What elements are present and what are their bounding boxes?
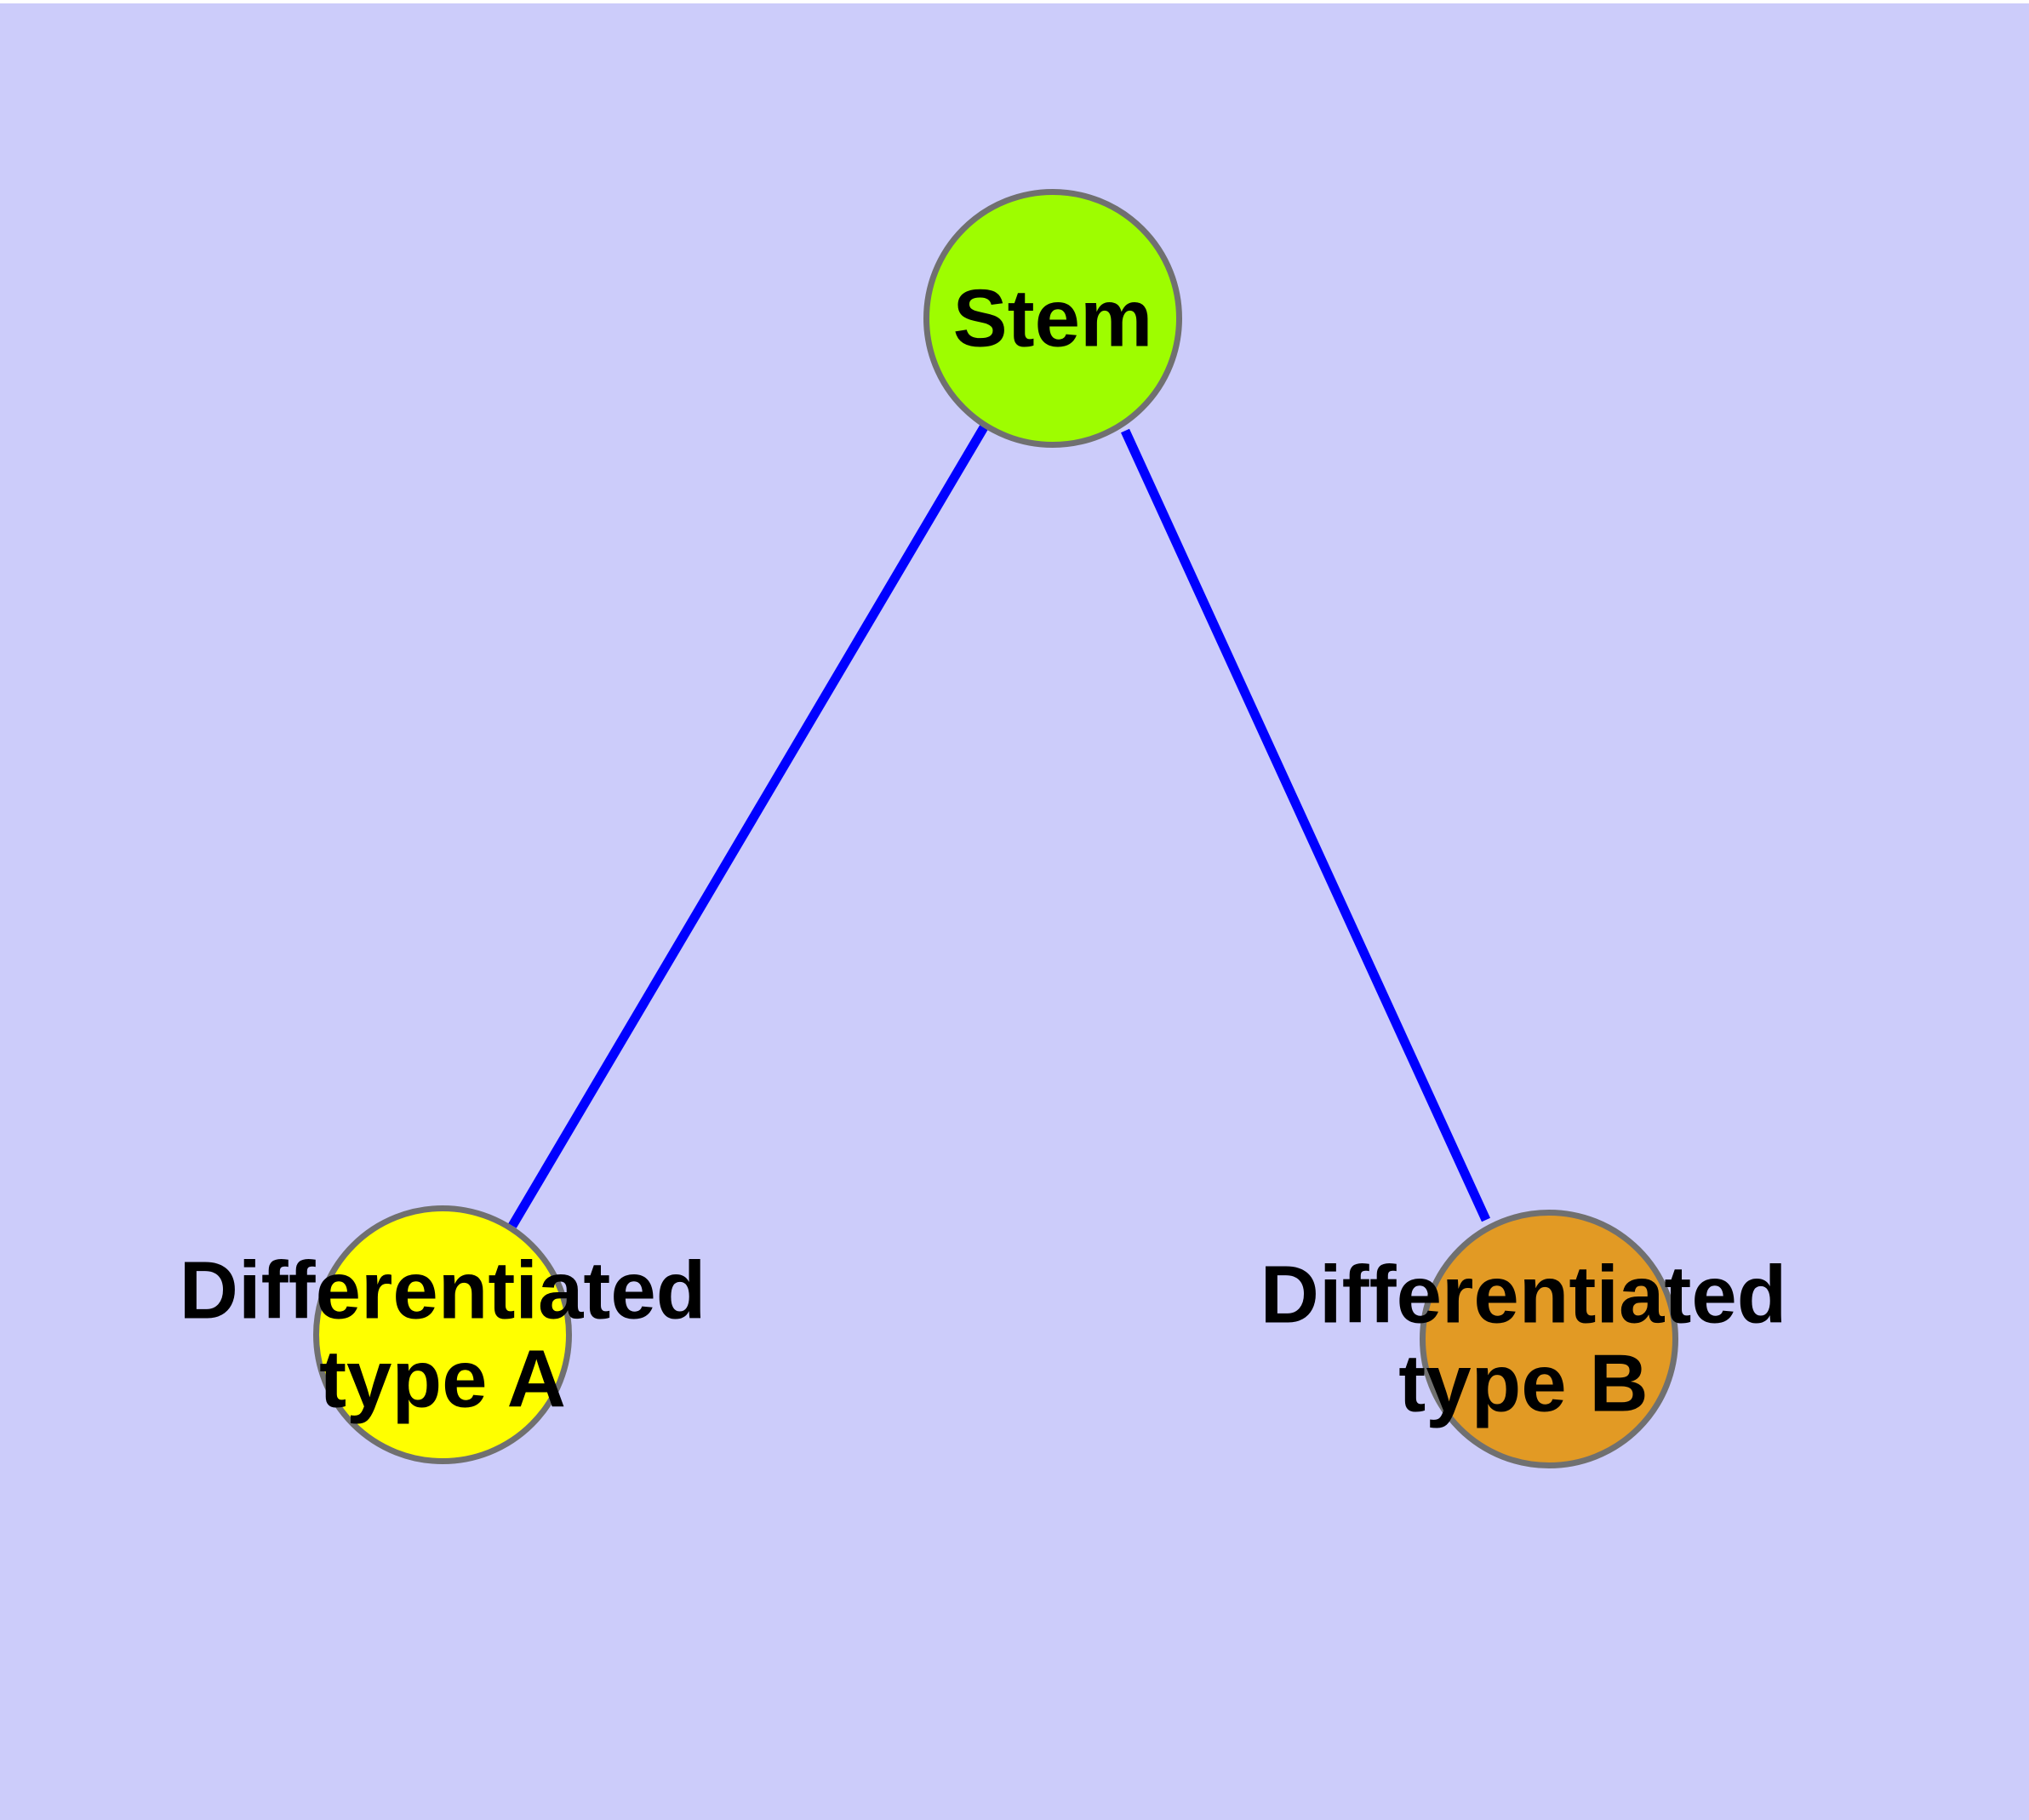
edge-stem-to-diff-b[interactable] xyxy=(1120,428,1491,1222)
node-diff-b-label-line-2: type B xyxy=(1398,1337,1648,1428)
node-diff-a[interactable] xyxy=(313,1205,572,1464)
node-stem-label-line-1: Stem xyxy=(953,273,1153,364)
node-diff-b[interactable] xyxy=(1420,1210,1678,1468)
edge-stem-to-diff-a[interactable] xyxy=(508,425,988,1228)
node-stem-circle[interactable] xyxy=(923,189,1182,448)
node-diff-a-label-line-2: type A xyxy=(319,1333,566,1424)
label-layer: Stem Differentiated type A Differentiate… xyxy=(180,273,1787,1429)
node-diff-b-circle[interactable] xyxy=(1420,1210,1678,1468)
node-diff-a-circle[interactable] xyxy=(313,1205,572,1464)
node-stem[interactable] xyxy=(923,189,1182,448)
node-diff-b-label-line-1: Differentiated xyxy=(1260,1250,1787,1341)
edge-layer xyxy=(508,425,1491,1228)
node-diff-a-label-line-1: Differentiated xyxy=(180,1245,706,1336)
